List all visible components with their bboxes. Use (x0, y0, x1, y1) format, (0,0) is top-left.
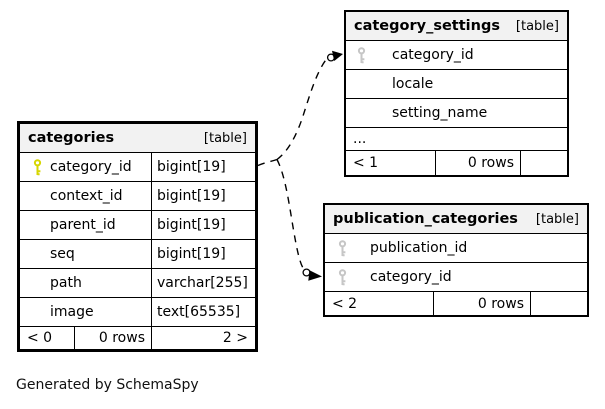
column-type: bigint[19] (151, 240, 255, 268)
column-type: bigint[19] (151, 211, 255, 239)
column-name: publication_id (370, 240, 468, 256)
table-title[interactable]: publication_categories (333, 211, 518, 227)
table-header-category-settings[interactable]: category_settings [table] (346, 12, 567, 41)
column-type: bigint[19] (151, 182, 255, 210)
relationship-stub (257, 158, 278, 167)
column-type: bigint[19] (151, 153, 255, 181)
table-header-publication-categories[interactable]: publication_categories [table] (325, 205, 587, 234)
column-name: path (50, 275, 82, 291)
table-node-categories: categories [table] category_id bigint[19… (17, 121, 258, 352)
footer-children-count[interactable]: < 1 (353, 155, 379, 171)
column-name: category_id (50, 159, 132, 175)
column-name: context_id (50, 188, 123, 204)
footer-parents-count[interactable]: 2 > (151, 327, 255, 349)
column-name: parent_id (50, 217, 116, 233)
column-name: category_id (370, 269, 452, 285)
column-row-seq: seq bigint[19] (20, 240, 255, 269)
column-row-image: image text[65535] (20, 298, 255, 327)
column-row-context-id: context_id bigint[19] (20, 182, 255, 211)
footer-children-count[interactable]: < 2 (332, 295, 358, 312)
table-type-tag: [table] (515, 18, 559, 34)
column-name: image (50, 304, 94, 320)
column-row-setting-name: setting_name (346, 99, 567, 128)
footer-children-count[interactable]: < 0 (27, 330, 53, 346)
footer-row-count: 0 rows (435, 151, 520, 175)
column-name: seq (50, 246, 75, 262)
table-footer-publication-categories: < 2 0 rows (325, 292, 587, 315)
table-title[interactable]: categories (28, 130, 115, 146)
column-name: category_id (392, 47, 474, 63)
column-row-parent-id: parent_id bigint[19] (20, 211, 255, 240)
column-row-category-id: category_id (346, 41, 567, 70)
table-type-tag: [table] (203, 130, 247, 146)
foreign-key-icon (325, 239, 370, 257)
column-name: setting_name (392, 105, 488, 121)
footer-row-count: 0 rows (74, 327, 151, 349)
column-row-category-id: category_id bigint[19] (20, 153, 255, 182)
primary-key-icon (20, 158, 50, 176)
arrowhead-publication-categories (308, 270, 322, 281)
generated-by-credit: Generated by SchemaSpy (16, 377, 199, 393)
table-header-categories[interactable]: categories [table] (20, 124, 255, 153)
columns-ellipsis: ... (346, 128, 567, 151)
footer-parents-count (530, 292, 587, 315)
column-row-path: path varchar[255] (20, 269, 255, 298)
column-type: varchar[255] (151, 269, 255, 297)
table-title[interactable]: category_settings (354, 18, 500, 34)
table-node-category-settings: category_settings [table] category_id lo… (344, 10, 569, 177)
table-footer-category-settings: < 1 0 rows (346, 151, 567, 175)
footer-row-count: 0 rows (433, 292, 530, 315)
table-type-tag: [table] (535, 211, 579, 227)
zero-or-one-circle (302, 268, 311, 277)
footer-parents-count (520, 151, 567, 175)
table-footer-categories: < 0 0 rows 2 > (20, 327, 255, 349)
foreign-key-icon (346, 46, 392, 64)
column-row-publication-id: publication_id (325, 234, 587, 263)
column-row-locale: locale (346, 70, 567, 99)
column-type: text[65535] (151, 298, 255, 326)
relationship-line-category-settings (276, 58, 328, 161)
column-name: locale (392, 76, 434, 92)
arrowhead-category-settings (332, 50, 343, 61)
foreign-key-icon (325, 268, 370, 286)
column-row-category-id: category_id (325, 263, 587, 292)
table-node-publication-categories: publication_categories [table] publicati… (323, 203, 589, 317)
relationship-line-publication-categories (276, 159, 304, 269)
